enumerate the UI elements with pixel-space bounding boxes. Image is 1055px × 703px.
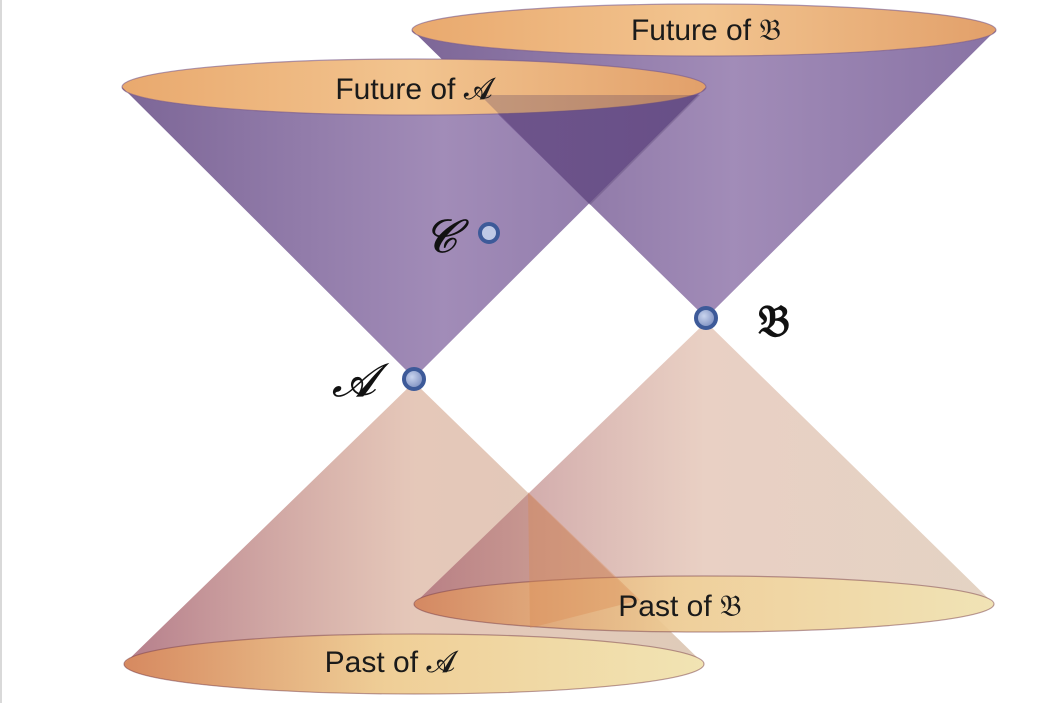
event-point-b: [694, 306, 718, 330]
past-cones-overlap: [528, 492, 640, 628]
future-cone-a-rim-edge: [121, 58, 707, 116]
event-point-c: [478, 222, 500, 244]
future-cone-a-label: Future of 𝓐: [335, 73, 496, 106]
future-cone-a: [121, 58, 707, 378]
event-point-a: [402, 367, 426, 391]
future-cone-a-rim: [122, 59, 706, 115]
past-cone-b: [413, 322, 995, 633]
past-cone-a-label: Past of 𝓐: [325, 646, 460, 679]
future-cones-overlap: [480, 95, 700, 205]
past-cone-a-rim: [124, 634, 704, 694]
future-cone-b-rim-edge: [411, 3, 997, 57]
past-cone-a-rim-edge: [123, 633, 705, 695]
future-cone-b-rim: [412, 4, 996, 56]
past-cone-b-label: Past of 𝔅: [618, 590, 741, 623]
past-cone-b-rim-edge: [413, 575, 995, 633]
past-cone-b-body: [414, 322, 994, 632]
past-cone-b-rim: [414, 576, 994, 632]
future-cone-a-body: [122, 87, 706, 378]
left-border-line: [0, 0, 2, 703]
future-cone-b-label: Future of 𝔅: [631, 14, 781, 47]
point-b-label: 𝔅: [758, 296, 790, 347]
point-a-label: 𝓐: [332, 353, 390, 407]
